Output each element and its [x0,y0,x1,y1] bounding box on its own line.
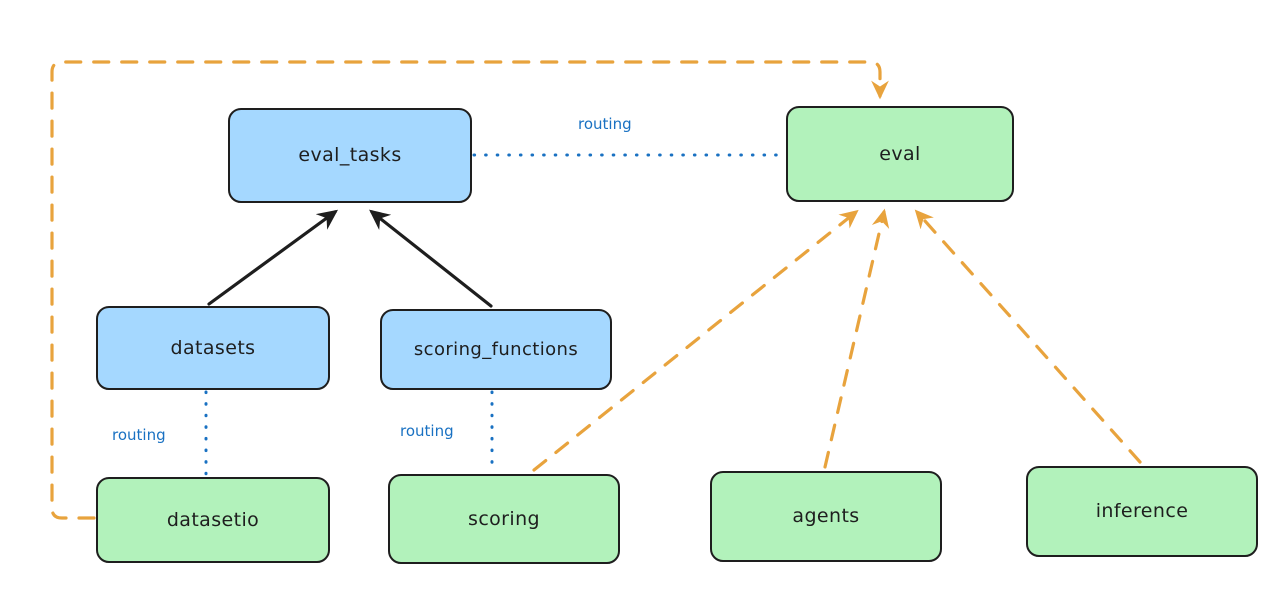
node-scoring-functions-label: scoring_functions [413,338,579,360]
node-scoring-functions[interactable]: scoring_functions [380,309,612,390]
edge-label-routing-eval: routing [578,115,632,133]
edge-datasets-to-eval-tasks [207,209,339,306]
node-scoring[interactable]: scoring [388,474,620,564]
node-inference[interactable]: inference [1026,466,1258,557]
edge-inference-to-eval [914,209,1142,464]
node-datasetio-label: datasetio [166,508,260,531]
node-datasetio[interactable]: datasetio [96,477,330,563]
node-inference-label: inference [1095,500,1189,522]
edge-datasetio-to-eval [50,60,889,520]
edge-label-routing-scoring: routing [400,422,454,440]
node-scoring-label: scoring [468,507,540,530]
node-eval-tasks-label: eval_tasks [298,144,402,166]
edge-scoring-to-eval [532,209,859,472]
edge-scoring-functions-to-eval-tasks [369,209,493,308]
edge-agents-to-eval [823,208,890,469]
node-agents[interactable]: agents [710,471,942,562]
node-eval[interactable]: eval [786,106,1014,202]
edge-label-routing-datasets: routing [112,426,166,444]
node-eval-tasks[interactable]: eval_tasks [228,108,472,203]
node-datasets-label: datasets [170,336,256,359]
node-datasets[interactable]: datasets [96,306,330,390]
node-agents-label: agents [792,505,860,527]
node-eval-label: eval [879,142,921,165]
